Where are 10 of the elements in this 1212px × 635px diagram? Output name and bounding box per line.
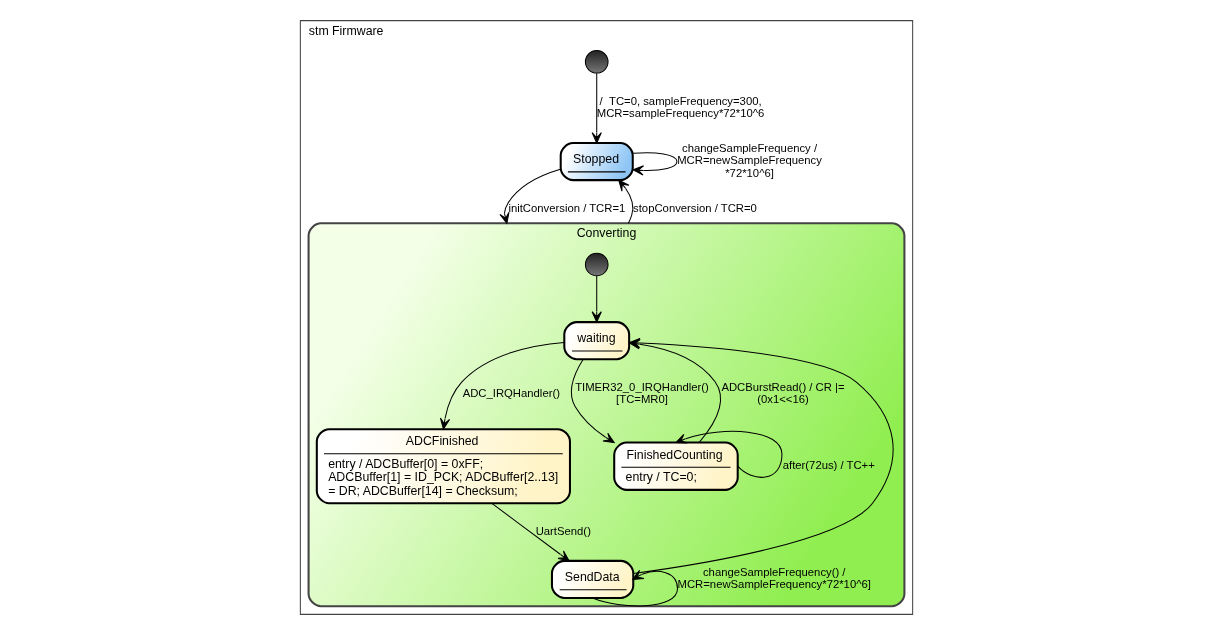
edge-label: changeSampleFrequency / MCR=newSampleFrequency *72*10^6]: [676, 142, 822, 179]
edge-label: ADC_IRQHandler(): [462, 387, 560, 400]
edge-label: TIMER32_0_IRQHandler() [TC=MR0]: [574, 380, 709, 406]
edge-label: UartSend(): [535, 524, 591, 537]
edge-label: changeSampleFrequency() / MCR=newSampleFrequency*72*10^6]: [677, 566, 871, 591]
edge-label: ADCBurstRead() / CR |= (0x1<<16): [720, 380, 845, 406]
edge-label: initConversion / TCR=1: [507, 201, 625, 214]
edge-label: stopConversion / TCR=0: [632, 201, 757, 214]
edge-label: / TC=0, sampleFrequency=300, MCR=sampleFrequency*72*10^6: [596, 94, 764, 120]
edge-label: after(72us) / TC++: [782, 459, 875, 472]
